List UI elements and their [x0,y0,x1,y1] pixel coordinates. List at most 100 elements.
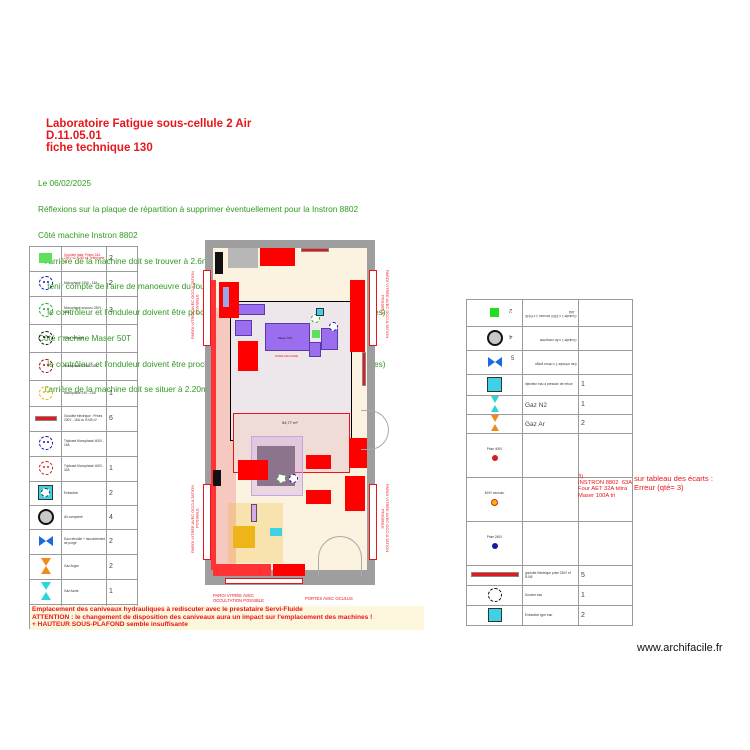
title-line-3: fiche technique 130 [46,142,153,154]
watermark: www.archifacile.fr [637,642,723,654]
bureau-right-4 [345,476,365,511]
door-swing-bottom-right [340,536,362,576]
legend-label: Monophasé 230V - 32A [61,352,107,381]
bureau-right-1 [350,280,365,332]
door-swing-right [361,410,389,450]
note-line: Côté machine Instron 8802 [38,229,138,240]
legend-label: Goulotte data: Prises 16A 230V x2 RJ45 x… [61,246,107,272]
socket-green-icon [311,314,320,323]
legend-qty: 1 [578,374,633,396]
bottom-outlets-row [213,564,271,576]
legend-label: Eau refroidie 2 x retour purge [522,350,579,375]
warning-line-1: Emplacement des caniveaux hydrauliques à… [32,606,303,613]
glazed-wall-left-top [203,270,211,346]
legend-label: Eau refroidie + raccordement de purge [61,529,107,555]
water-valve-icon [466,350,523,375]
note-line: Réflexions sur la plaque de répartition … [38,203,359,214]
glazed-wall-left-bottom [203,484,211,560]
legend-qty: 2 [578,414,633,434]
legend-qty: 2 [106,529,138,555]
socket-blue-icon [29,271,62,297]
legend-qty: 4 [509,333,513,339]
socket-blue-icon [329,322,338,331]
instron-power-note: 3) INSTRON 8802 63A Four AET 32A tétra M… [578,474,633,499]
floor-plan: Maser 50T ZONE MACHINE 54,77 m² [203,240,389,585]
legend-row: Eau refroidie + raccordement de purge 2 [29,529,138,555]
legend-qty [106,352,138,381]
socket-green-icon [277,474,286,483]
wall-label-left-bottom: PAROI VITRÉE AVEC OCCULTATION POSSIBLE [190,484,200,553]
top-power-strip [301,248,329,252]
legend-label: Monophasé secouru 230V - 16A [61,296,107,325]
document-title: Laboratoire Fatigue sous-cellule 2 Air D… [46,118,251,154]
data-outlet-icon [29,246,62,272]
legend-row: Prise ménage [29,324,138,353]
water-valve-icon [29,529,62,555]
bottom-bureau [273,564,305,576]
legend-row: Douche eau 1 [466,585,633,606]
legend-row: goulotte électrique prise 230V et RJ45 5 [466,565,633,586]
legend-row: Gaz N2 1 [466,395,633,415]
black-cabinet [215,252,223,274]
power-strip-icon [466,565,523,586]
green-outlet [312,330,320,338]
note-line: Le 06/02/2025 [38,178,92,189]
legend-row: Prise 400V [466,433,633,478]
compressed-air-icon [29,505,62,530]
legend-row: Monophasé secouru 230V - 16A 3 [29,296,138,325]
extraction-icon [29,481,62,506]
zone-machine-label: ZONE MACHINE [275,354,299,358]
legend-row: Monophasé 230V - 32A [29,352,138,381]
room-floor: Maser 50T ZONE MACHINE 54,77 m² [203,248,389,584]
socket-yellow-icon [29,380,62,407]
title-line-2: D.11.05.01 [46,130,102,142]
socket-darkred-icon [29,352,62,381]
power-strip-icon [29,406,62,432]
socket-green-icon [29,296,62,325]
right-legend-table: Goulotte 1 x 230V secouru 1 x RJ45 - 16A… [466,299,633,626]
right-power-strip [362,352,366,386]
legend-qty: 2 [106,554,138,580]
maser-onduleur [235,320,252,336]
top-bureau [260,248,295,266]
door-swing-bottom-left [318,536,340,576]
plug-240v-icon: Prise 240V [466,521,523,566]
legend-label: Monophasé 24V - 10A [61,380,107,407]
legend-row: Goulotte électrique : Prises 230V - 16A … [29,406,138,432]
bureau-basculant-1 [306,455,331,469]
doors-label: PORTES AVEC OCULUS [305,596,353,601]
water-valve-cyan-icon [466,374,523,396]
left-legend-table: Goulotte data: Prises 16A 230V x2 RJ45 x… [29,246,138,629]
legend-label: Goulotte 1 x 230V secouru 1 x RJ45 - 16A [522,299,579,327]
warning-line-3: + HAUTEUR SOUS-PLAFOND semble insuffisan… [32,621,188,629]
gas-n2-icon [466,395,523,415]
gas-argon-icon [29,554,62,580]
legend-row: Goulotte 1 x Air comprimé [466,326,633,351]
legend-label: Gaz Argon [61,554,107,580]
legend-qty [106,431,138,457]
legend-label: Douche eau [522,585,579,606]
legend-qty: 5 [578,565,633,586]
legend-label: Triphasé Monophasé 400V - 32A [61,456,107,482]
extraction-icon [466,605,523,626]
legend-label: Air comprimé [61,505,107,530]
bureau-basculant-2 [306,490,331,504]
legend-row: Air comprimé 4 [29,505,138,530]
legend-qty: 2 [106,246,138,272]
legend-label: Extraction [61,481,107,506]
legend-qty [106,324,138,353]
legend-qty: 2 [106,271,138,297]
legend-row: Gaz Argon 2 [29,554,138,580]
legend-qty: 2 [106,481,138,506]
maser-accessory-2 [309,342,321,357]
bureau-type-21-center [238,460,268,480]
legend-label: goulotte électrique prise 230V et RJ45 [522,565,579,586]
legend-qty: 1 [106,456,138,482]
legend-qty: 3 [106,296,138,325]
legend-row: Gaz Azote 1 [29,579,138,605]
legend-qty: 6 [106,406,138,432]
glazed-wall-right-bottom [369,484,377,560]
legend-qty: 1 [578,395,633,415]
glazed-wall-right-top [369,270,377,346]
legend-row: Monophasé 230V - 16A 2 [29,271,138,297]
